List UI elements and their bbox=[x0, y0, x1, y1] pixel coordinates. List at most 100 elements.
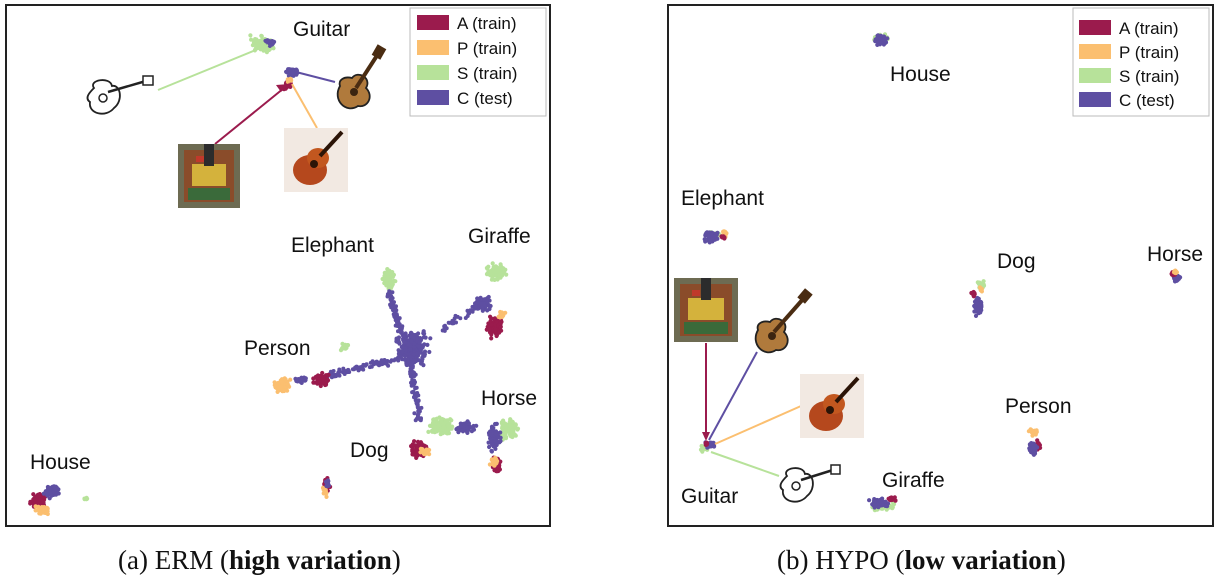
legend-label-c: C (test) bbox=[1119, 91, 1175, 110]
scatter-point-s bbox=[430, 428, 435, 433]
caption-prefix: (b) HYPO ( bbox=[777, 545, 905, 575]
scatter-point-c bbox=[442, 325, 447, 330]
guitar-art-painting-image bbox=[674, 278, 738, 342]
scatter-point-p bbox=[288, 377, 293, 382]
scatter-point-c bbox=[399, 326, 404, 331]
scatter-point-c bbox=[485, 308, 490, 313]
scatter-point-c bbox=[489, 426, 495, 431]
cluster-label-person: Person bbox=[244, 337, 311, 360]
scatter-point-c bbox=[708, 238, 713, 243]
scatter-point-a bbox=[412, 439, 417, 444]
scatter-point-a bbox=[497, 330, 502, 335]
scatter-point-p bbox=[492, 463, 497, 468]
scatter-point-c bbox=[399, 329, 404, 335]
scatter-point-p bbox=[283, 377, 288, 382]
scatter-point-a bbox=[311, 376, 316, 381]
scatter-point-c bbox=[409, 339, 414, 344]
connector-line-cartoon bbox=[295, 71, 336, 83]
scatter-point-c bbox=[451, 321, 456, 326]
scatter-point-s bbox=[248, 33, 253, 38]
scatter-point-c bbox=[388, 302, 393, 307]
scatter-point-c bbox=[498, 439, 503, 444]
scatter-point-s bbox=[489, 277, 494, 282]
legend-swatch-s bbox=[1079, 68, 1111, 83]
scatter-point-c bbox=[876, 505, 881, 510]
cluster-label-house: House bbox=[890, 63, 951, 86]
connector-line-art bbox=[214, 83, 290, 145]
scatter-point-c bbox=[397, 341, 402, 346]
scatter-point-p bbox=[493, 455, 498, 460]
legend: A (train) P (train) S (train) C (test) bbox=[1072, 7, 1210, 117]
scatter-point-c bbox=[406, 342, 411, 347]
scatter-point-a bbox=[33, 497, 38, 502]
scatter-point-c bbox=[712, 234, 717, 239]
scatter-point-s bbox=[515, 427, 520, 432]
legend-swatch-c bbox=[1079, 92, 1111, 107]
scatter-point-c bbox=[484, 300, 490, 305]
scatter-point-c bbox=[346, 368, 351, 373]
cluster-label-guitar: Guitar bbox=[681, 485, 738, 508]
scatter-point-a bbox=[487, 330, 493, 335]
scatter-point-c bbox=[973, 313, 979, 318]
scatter-point-c bbox=[402, 357, 407, 362]
cluster-label-horse: Horse bbox=[1147, 243, 1203, 266]
scatter-point-p bbox=[487, 462, 492, 467]
scatter-point-s bbox=[249, 37, 254, 42]
scatter-point-c bbox=[421, 363, 426, 368]
scatter-point-p bbox=[288, 76, 293, 81]
scatter-point-c bbox=[421, 331, 426, 336]
caption-bold: high variation bbox=[228, 545, 392, 575]
scatter-point-c bbox=[331, 369, 336, 373]
scatter-point-s bbox=[491, 265, 496, 270]
scatter-point-s bbox=[488, 271, 493, 276]
scatter-point-a bbox=[498, 325, 503, 330]
scatter-point-c bbox=[356, 368, 361, 373]
scatter-point-p bbox=[978, 288, 983, 293]
scatter-point-c bbox=[413, 358, 418, 363]
scatter-point-c bbox=[51, 484, 57, 489]
scatter-point-c bbox=[420, 357, 425, 362]
scatter-point-c bbox=[403, 348, 408, 353]
scatter-point-p bbox=[286, 383, 291, 388]
scatter-point-c bbox=[412, 411, 417, 416]
scatter-point-a bbox=[704, 442, 709, 447]
scatter-point-s bbox=[509, 428, 514, 433]
scatter-point-c bbox=[396, 329, 400, 334]
scatter-point-c bbox=[43, 489, 48, 494]
scatter-point-c bbox=[360, 365, 365, 370]
legend-label-c: C (test) bbox=[457, 89, 513, 108]
scatter-point-s bbox=[441, 425, 446, 430]
scatter-point-c bbox=[490, 442, 495, 447]
scatter-point-a bbox=[489, 322, 494, 327]
scatter-point-c bbox=[486, 303, 492, 308]
caption-suffix: ) bbox=[1056, 545, 1066, 575]
scatter-point-s bbox=[340, 345, 345, 351]
cluster-label-elephant: Elephant bbox=[681, 187, 764, 210]
scatter-point-s bbox=[431, 420, 436, 425]
scatter-point-s bbox=[345, 343, 351, 348]
scatter-point-c bbox=[396, 337, 401, 343]
scatter-point-p bbox=[721, 230, 727, 236]
cluster-label-dog: Dog bbox=[350, 439, 389, 462]
cluster-label-elephant: Elephant bbox=[291, 234, 374, 257]
scatter-point-s bbox=[513, 422, 518, 428]
scatter-point-c bbox=[396, 348, 401, 353]
cluster-label-giraffe: Giraffe bbox=[882, 469, 945, 492]
cluster-label-guitar: Guitar bbox=[293, 18, 350, 41]
scatter-point-a bbox=[410, 446, 415, 451]
legend-swatch-a bbox=[417, 15, 449, 30]
guitar-art-painting-image bbox=[178, 144, 240, 208]
scatter-point-c bbox=[415, 337, 420, 342]
guitar-cartoon-image bbox=[336, 44, 387, 110]
scatter-point-a bbox=[487, 327, 492, 332]
legend-label-p: P (train) bbox=[457, 39, 517, 58]
scatter-point-c bbox=[271, 40, 276, 45]
scatter-point-c bbox=[470, 425, 475, 430]
scatter-point-c bbox=[871, 501, 877, 506]
scatter-point-c bbox=[411, 352, 417, 357]
scatter-point-c bbox=[361, 362, 366, 367]
scatter-point-c bbox=[427, 349, 432, 355]
scatter-point-c bbox=[1028, 447, 1033, 452]
scatter-point-p bbox=[33, 508, 38, 513]
scatter-point-c bbox=[335, 372, 340, 377]
